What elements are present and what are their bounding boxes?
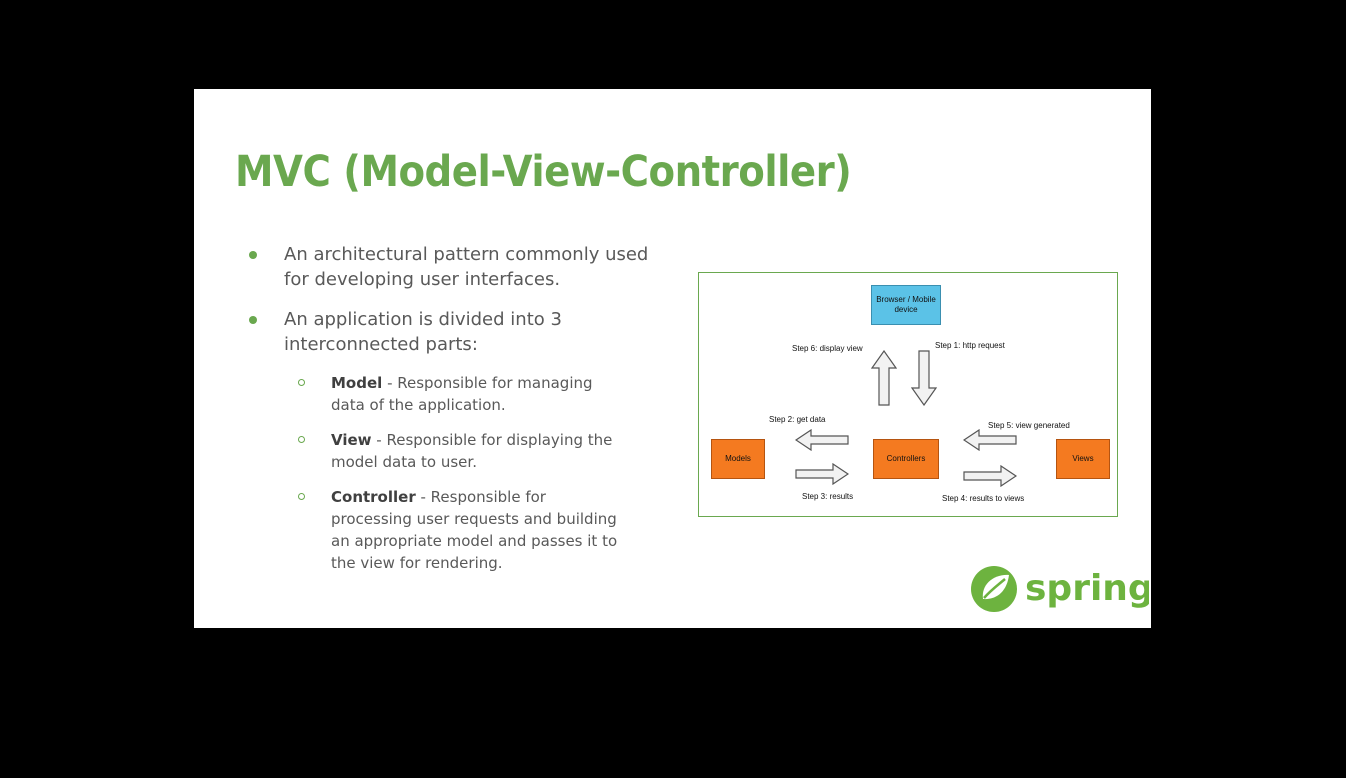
browser-box: Browser / Mobile device	[871, 285, 941, 325]
desc-view: - Responsible for displaying the model d…	[331, 431, 613, 471]
sub-bullet-controller: Controller - Responsible for processing …	[298, 486, 631, 574]
views-box: Views	[1056, 439, 1110, 479]
arrow-left-icon	[963, 429, 1017, 451]
arrow-right-icon	[963, 465, 1017, 487]
arrow-left-icon	[795, 429, 849, 451]
bullet-item: An application is divided into 3 interco…	[249, 307, 659, 357]
step4-label: Step 4: results to views	[942, 494, 1025, 503]
hollow-bullet-icon	[298, 493, 305, 500]
bullet-text: An architectural pattern commonly used f…	[284, 244, 649, 290]
hollow-bullet-icon	[298, 379, 305, 386]
models-box: Models	[711, 439, 765, 479]
bullet-dot-icon	[249, 316, 257, 324]
term-controller: Controller	[331, 488, 416, 506]
arrow-down-icon	[911, 350, 937, 406]
bullet-dot-icon	[249, 251, 257, 259]
arrow-up-icon	[871, 350, 897, 406]
arrow-right-icon	[795, 463, 849, 485]
step2-label: Step 2: get data	[769, 415, 826, 424]
slide: MVC (Model-View-Controller) An architect…	[194, 89, 1151, 628]
term-view: View	[331, 431, 372, 449]
spring-logo: spring	[971, 566, 1149, 612]
controllers-box: Controllers	[873, 439, 939, 479]
spring-wordmark: spring	[1025, 568, 1149, 609]
step1-label: Step 1: http request	[935, 341, 1005, 350]
slide-title: MVC (Model-View-Controller)	[235, 147, 852, 197]
desc-model: - Responsible for managing data of the a…	[331, 374, 593, 414]
term-model: Model	[331, 374, 383, 392]
mvc-diagram: Browser / Mobile device Models Controlle…	[698, 272, 1118, 517]
sub-bullet-model: Model - Responsible for managing data of…	[298, 372, 631, 416]
bullet-text: An application is divided into 3 interco…	[284, 309, 562, 355]
bullet-item: An architectural pattern commonly used f…	[249, 242, 659, 292]
desc-controller: - Responsible for processing user reques…	[331, 488, 618, 572]
step6-label: Step 6: display view	[792, 344, 863, 353]
step5-label: Step 5: view generated	[988, 421, 1070, 430]
hollow-bullet-icon	[298, 436, 305, 443]
sub-bullet-view: View - Responsible for displaying the mo…	[298, 429, 631, 473]
step3-label: Step 3: results	[802, 492, 854, 501]
